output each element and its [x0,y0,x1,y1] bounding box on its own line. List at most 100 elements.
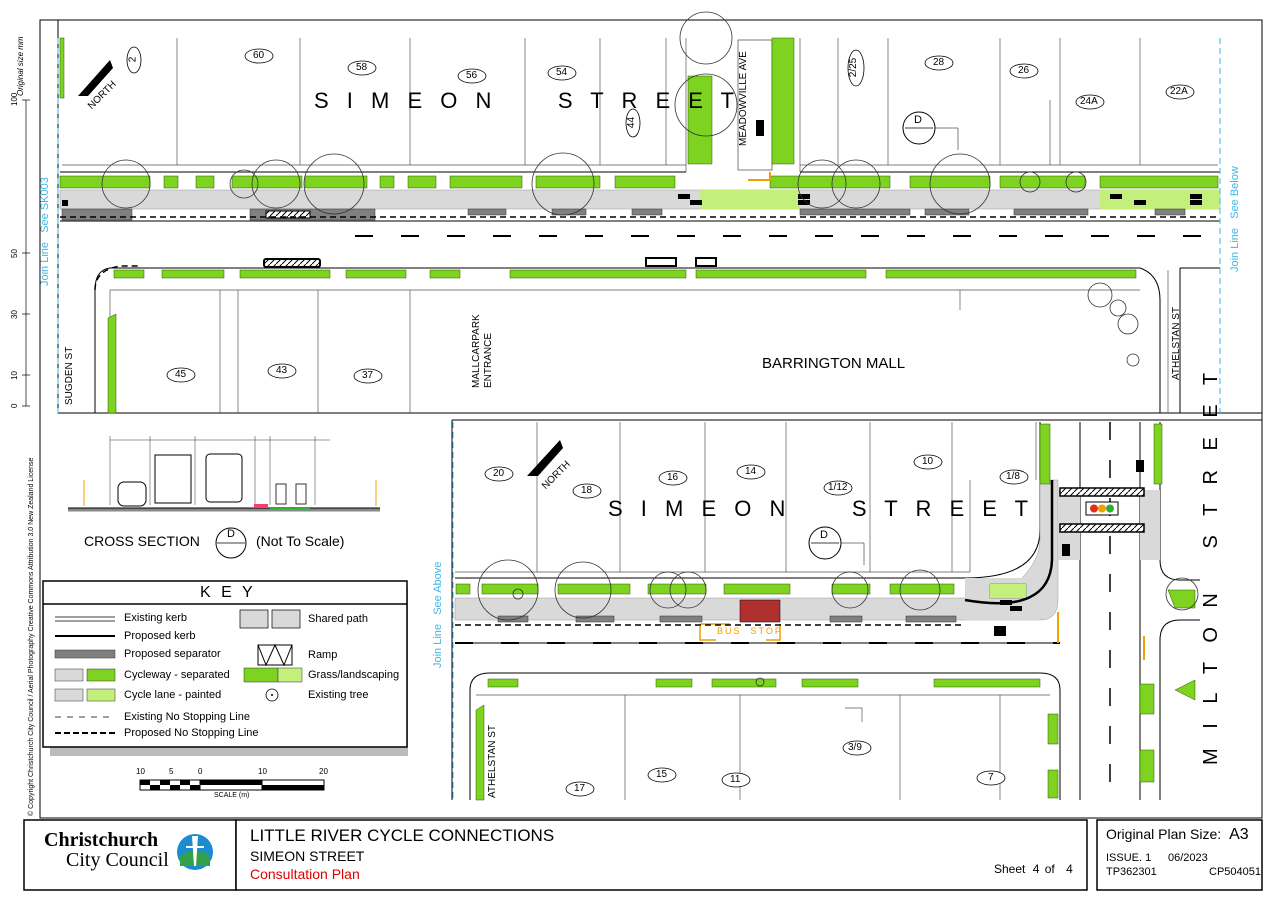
key-item-ramp: Ramp [308,649,338,661]
key-item-cycle-lane-painted: Cycle lane - painted [124,689,222,701]
ruler-tick-10: 10 [10,371,19,380]
scale-tick-10: 10 [258,767,267,776]
council-name: Christchurch City Council [44,830,169,870]
street-milton: M I L T O N S T R E E T [1200,365,1222,765]
key-item-proposed-no-stopping: Proposed No Stopping Line [124,727,259,739]
street-simeon-top: S I M E O N S T R E E T [314,88,741,113]
grass-strips-top [59,37,1219,414]
top-plan [59,11,1221,414]
lot-18: 18 [581,485,593,496]
lot-26: 26 [1018,65,1030,76]
lot-56: 56 [466,70,478,81]
cross-section-title: CROSS SECTION [84,533,200,549]
scale-tick-10-left: 10 [136,767,145,776]
bus-stop-label: BUS STOP [717,626,783,636]
key-item-cycleway-separated: Cycleway - separated [124,669,230,681]
sheet-number: Sheet 4 of 4 [994,862,1073,876]
plan-status: Consultation Plan [250,866,360,882]
key-item-existing-no-stopping: Existing No Stopping Line [124,711,250,723]
scale-tick-20: 20 [319,767,328,776]
lot-14: 14 [745,466,757,477]
street-sugden: SUGDEN ST [64,346,75,405]
plan-size-label: Original Plan Size: [1106,826,1222,842]
copyright-text: © Copyright Christchurch City Council / … [28,457,35,816]
lot-24a: 24A [1080,96,1098,107]
ruler-tick-30: 30 [10,310,19,319]
lot-17: 17 [574,783,586,794]
council-name-line-1: Christchurch [44,829,159,851]
key-item-proposed-kerb: Proposed kerb [124,630,196,642]
bus-stop-pad [739,599,781,623]
lot-10: 10 [922,456,934,467]
key-item-shared-path: Shared path [308,613,368,625]
plan-size-value: A3 [1229,826,1249,843]
scale-tick-5: 5 [169,767,174,776]
bottom-plan [451,419,1262,801]
join-line-left-top: Join Line See SK003 [39,177,51,286]
council-name-line-2: City Council [66,849,169,871]
lot-11: 11 [730,774,741,785]
separators-top [61,208,1186,221]
street-subtitle: SIMEON STREET [250,848,365,864]
project-title: LITTLE RIVER CYCLE CONNECTIONS [250,826,555,845]
lot-22a: 22A [1170,86,1188,97]
ruler-label: Original size mm [16,36,25,96]
sheet-total: 4 [1066,862,1073,876]
side-ruler [22,99,30,407]
tp-number: TP362301 [1106,866,1157,878]
street-simeon-bottom: S I M E O N S T R E E T [608,496,1035,521]
ruler-tick-50: 50 [10,249,19,258]
key-item-proposed-separator: Proposed separator [124,648,221,660]
scale-tick-0: 0 [198,767,203,776]
property-lines-top [62,38,1218,413]
mallcarpark-line-1: MALLCARPARK [471,314,482,388]
cp-number: CP504051 [1209,866,1261,878]
scale-bar [139,779,325,791]
join-line-left-bottom: Join Line See Above [432,561,444,668]
lot-54: 54 [556,67,568,78]
key-title: K E Y [200,584,256,601]
street-mallcarpark: MALLCARPARK ENTRANCE [471,314,495,388]
lot-2: 2 [127,56,139,63]
outer-frame [39,19,1263,819]
lot-3-9: 3/9 [848,742,862,753]
ruler-tick-0: 0 [10,403,19,408]
d-marker-bottom: D [820,529,828,541]
mallcarpark-line-2: ENTRANCE [483,332,494,388]
join-lines [57,38,1221,800]
key-item-existing-kerb: Existing kerb [124,612,187,624]
street-athelstan-bottom: ATHELSTAN ST [487,725,498,798]
lot-1-12: 1/12 [828,482,848,493]
lot-15: 15 [656,769,668,780]
ruler-tick-100: 100 [10,92,19,106]
issue-date: 06/2023 [1168,852,1208,864]
council-logo [177,834,213,870]
cycle-symbols-top [62,120,1202,206]
lot-45: 45 [175,369,187,380]
key-legend [42,580,408,756]
key-item-existing-tree: Existing tree [308,689,369,701]
cycleway-path-top [59,189,1221,210]
lot-2-25: 2/25 [848,57,860,78]
scale-label: SCALE (m) [214,792,250,799]
lot-20: 20 [493,468,505,479]
existing-trees-top [101,11,1140,367]
join-line-right-top: Join Line See Below [1229,166,1241,272]
lot-58: 58 [356,62,368,73]
lot-43: 43 [276,365,288,376]
street-athelstan-top: ATHELSTAN ST [1171,307,1182,380]
cross-section-note: (Not To Scale) [256,533,345,549]
lot-37: 37 [362,370,374,381]
sheet-num: 4 [1032,862,1040,876]
street-meadowville: MEADOWVILLE AVE [738,51,749,146]
sheet-label: Sheet [994,862,1026,876]
lot-28: 28 [933,57,945,68]
lot-60: 60 [253,50,265,61]
cross-section-marker: D [227,528,235,540]
plan-size: Original Plan Size: A3 [1106,826,1249,844]
d-marker-top: D [914,114,922,126]
key-item-grass: Grass/landscaping [308,669,400,681]
lot-44: 44 [626,116,638,129]
